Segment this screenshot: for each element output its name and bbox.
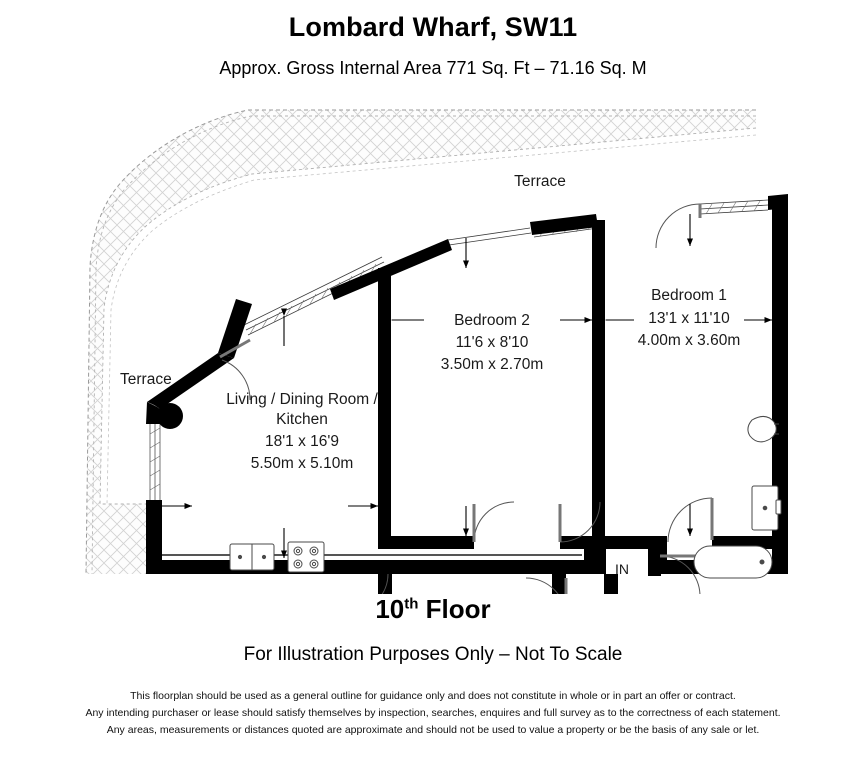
door-swings	[219, 203, 714, 594]
dimension-arrows	[162, 214, 772, 558]
bedroom2-name: Bedroom 2	[454, 312, 530, 329]
fixtures	[157, 403, 782, 579]
disclaimer-line-1: This floorplan should be used as a gener…	[130, 690, 736, 703]
disclaimer: This floorplan should be used as a gener…	[0, 688, 866, 739]
entrance-label: IN	[615, 561, 629, 577]
living-room-name-line1: Living / Dining Room /	[226, 391, 378, 408]
walls	[146, 194, 788, 576]
disclaimer-line-3: Any areas, measurements or distances quo…	[106, 724, 760, 737]
area-subtitle: Approx. Gross Internal Area 771 Sq. Ft –…	[219, 57, 647, 78]
living-room-imperial: 18'1 x 16'9	[265, 433, 339, 450]
kitchen-hob-icon	[287, 541, 325, 573]
bedroom1-metric: 4.00m x 3.60m	[638, 332, 741, 349]
bedroom2-metric: 3.50m x 2.70m	[441, 356, 544, 373]
header: Lombard Wharf, SW11 Approx. Gross Intern…	[0, 0, 866, 78]
bedroom1-imperial: 13'1 x 11'10	[648, 310, 730, 327]
illustration-note: For Illustration Purposes Only – Not To …	[243, 644, 623, 666]
bedroom1-name: Bedroom 1	[651, 287, 727, 304]
wc-toilet-icon	[747, 416, 779, 443]
wash-basin-icon	[751, 485, 782, 531]
interior-floor	[148, 204, 784, 574]
walls-detail	[162, 554, 618, 594]
page-title: Lombard Wharf, SW11	[288, 12, 578, 42]
footer: 10th Floor For Illustration Purposes Onl…	[0, 594, 866, 739]
bedroom2-imperial: 11'6 x 8'10	[456, 334, 529, 351]
kitchen-sink-icon	[229, 543, 275, 571]
floor-label: 10th Floor	[0, 594, 866, 624]
terrace-top-label: Terrace	[514, 173, 566, 190]
room-labels: Terrace Terrace Living / Dining Room / K…	[120, 173, 740, 577]
terrace-left-label: Terrace	[120, 371, 172, 388]
living-room-metric: 5.50m x 5.10m	[251, 455, 354, 472]
living-room-name-line2: Kitchen	[276, 411, 328, 428]
floor-ordinal: th	[404, 595, 419, 613]
floorplan-drawing: Terrace Terrace Living / Dining Room / K…	[0, 108, 866, 594]
terrace-area	[85, 109, 757, 575]
structural-column-icon	[157, 403, 183, 429]
floor-word: Floor	[425, 594, 491, 624]
bath-tub-icon	[693, 545, 773, 579]
floor-number: 10	[375, 594, 405, 624]
disclaimer-line-2: Any intending purchaser or lease should …	[85, 707, 781, 720]
